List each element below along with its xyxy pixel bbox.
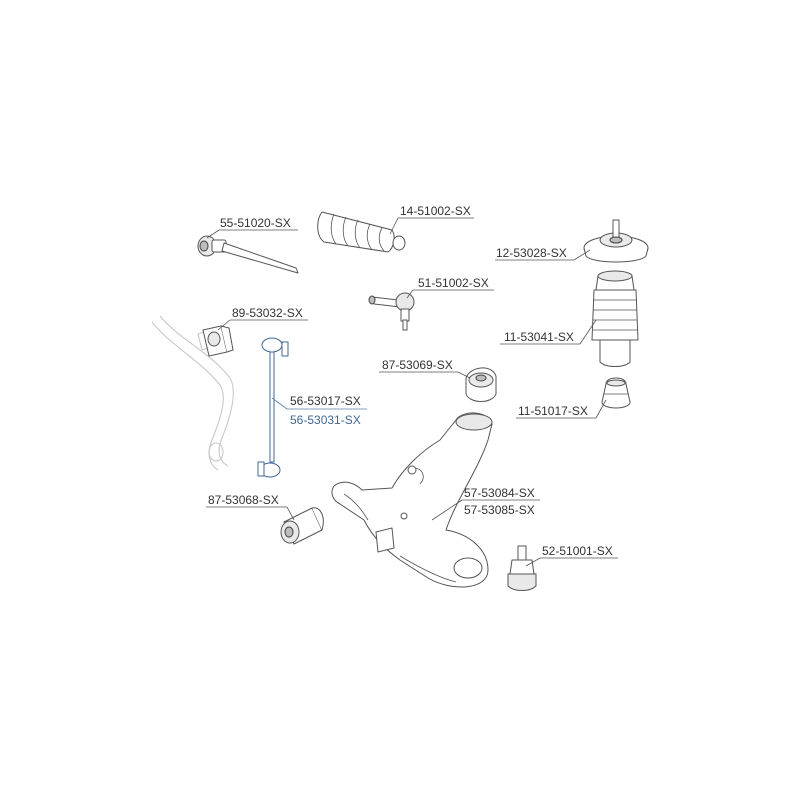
ball-joint-part[interactable]	[507, 545, 537, 591]
bump-stop-part[interactable]	[601, 377, 631, 409]
stabilizer-bushing-part[interactable]	[202, 325, 234, 357]
arm-bushing-front-part[interactable]	[280, 507, 324, 545]
label-stabilizer-link: 56-53017-SX	[290, 394, 361, 408]
label-tie-rod-end: 51-51002-SX	[418, 276, 489, 290]
label-arm-bushing-rear: 87-53069-SX	[382, 358, 453, 372]
part-labels: 55-51020-SX 14-51002-SX 12-53028-SX 51-5…	[208, 204, 613, 558]
label-ball-joint: 52-51001-SX	[542, 544, 613, 558]
stabilizer-bar-ghost	[151, 315, 234, 471]
label-bump-stop: 11-51017-SX	[518, 404, 588, 418]
label-arm-bushing-front: 87-53068-SX	[208, 493, 279, 507]
label-control-arm-left: 57-53084-SX	[464, 486, 535, 500]
strut-boot-part[interactable]	[591, 270, 639, 367]
label-stabilizer-bushing: 89-53032-SX	[232, 306, 303, 320]
label-stabilizer-link-alt: 56-53031-SX	[290, 413, 361, 427]
tie-rod-part[interactable]	[197, 235, 299, 274]
arm-bushing-rear-part[interactable]	[465, 367, 497, 402]
label-steering-boot: 14-51002-SX	[400, 204, 471, 218]
stabilizer-link-part[interactable]	[257, 337, 289, 478]
tie-rod-end-part[interactable]	[368, 292, 415, 331]
label-strut-boot: 11-53041-SX	[504, 330, 574, 344]
control-arm-part[interactable]	[331, 412, 493, 588]
leader-lines	[206, 217, 618, 567]
label-tie-rod: 55-51020-SX	[220, 216, 291, 230]
label-strut-mount: 12-53028-SX	[496, 246, 567, 260]
strut-mount-part[interactable]	[583, 219, 649, 263]
label-control-arm-right: 57-53085-SX	[464, 503, 535, 517]
steering-boot-part[interactable]	[317, 211, 406, 253]
